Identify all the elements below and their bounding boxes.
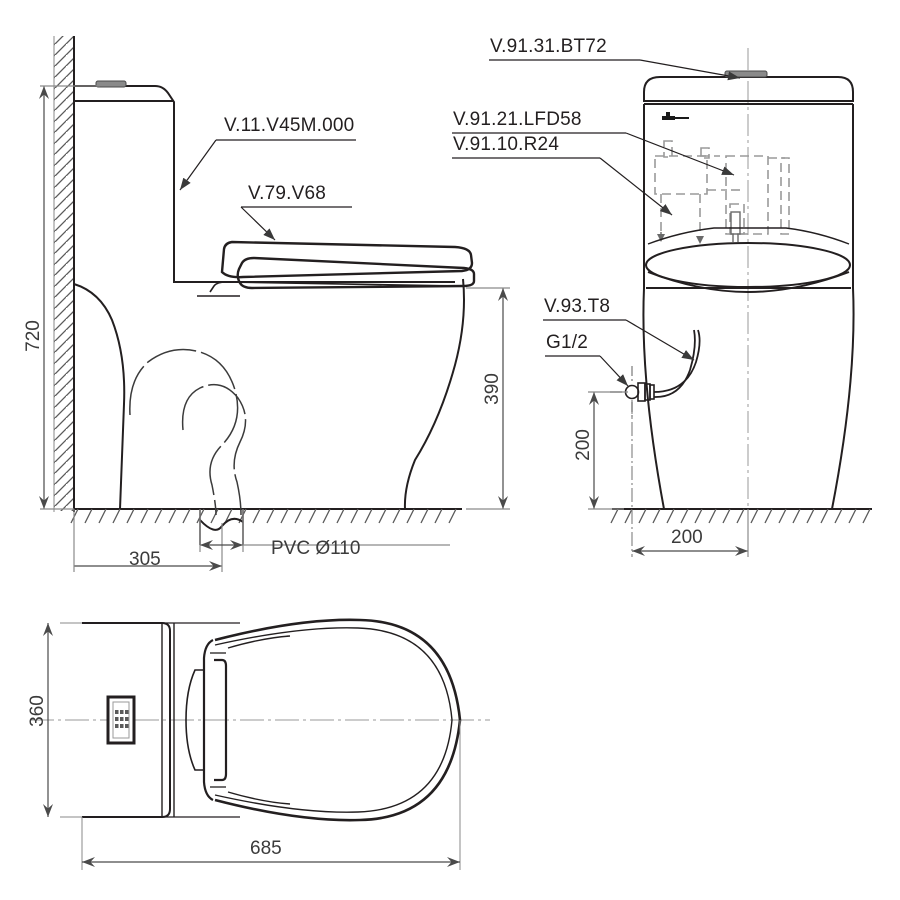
tank-body-front	[643, 104, 854, 288]
dim-text-200-horizontal: 200	[671, 527, 703, 548]
dim-text-360: 360	[27, 695, 48, 727]
dim-text-720: 720	[23, 320, 44, 352]
dim-text-200-vertical: 200	[573, 429, 594, 461]
dimension-720	[39, 85, 100, 510]
tank-lid-front	[643, 76, 854, 105]
leader-lines-front	[452, 59, 741, 387]
dim-text-685: 685	[250, 838, 282, 859]
dim-text-pvc110: PVC Ø110	[271, 538, 361, 559]
floor-symbol-side	[70, 508, 462, 524]
part-label-g12: G1/2	[546, 332, 588, 353]
dim-text-305: 305	[129, 549, 161, 570]
dimension-200-vertical	[588, 391, 628, 510]
part-label-v11v45m000: V.11.V45M.000	[224, 115, 355, 136]
flush-button-plan	[106, 695, 136, 745]
part-label-v9110r24: V.91.10.R24	[453, 134, 560, 155]
base-front	[642, 287, 855, 510]
tank-plan	[82, 622, 240, 818]
floor-symbol-front	[610, 508, 872, 524]
tank-internals-solid-front	[657, 211, 741, 244]
tank-internals-front	[654, 140, 790, 240]
part-label-v9131bt72: V.91.31.BT72	[490, 36, 607, 57]
wall-symbol	[53, 36, 75, 512]
seat-front	[645, 227, 851, 294]
part-label-v9121lfd58: V.91.21.LFD58	[453, 109, 582, 130]
cistern-side-outline	[74, 85, 175, 238]
seat-cover-side	[197, 240, 476, 297]
dimension-200-horizontal	[631, 400, 749, 557]
angle-valve-front	[610, 329, 701, 418]
side-elevation-view	[39, 36, 510, 572]
part-label-v93t8: V.93.T8	[544, 296, 611, 317]
bowl-side-outline	[73, 238, 465, 510]
part-label-v79v68: V.79.V68	[248, 183, 327, 204]
plan-view	[30, 618, 490, 870]
trapway-side	[129, 348, 247, 516]
front-elevation-view	[452, 48, 872, 557]
dim-text-390: 390	[482, 373, 503, 405]
dimension-pvc110	[199, 509, 450, 552]
brand-logo-mark	[662, 112, 689, 120]
flush-button-side	[95, 80, 127, 88]
leader-lines-side	[179, 139, 356, 241]
plan-extension-lines	[60, 622, 461, 870]
dimension-390	[466, 287, 510, 510]
